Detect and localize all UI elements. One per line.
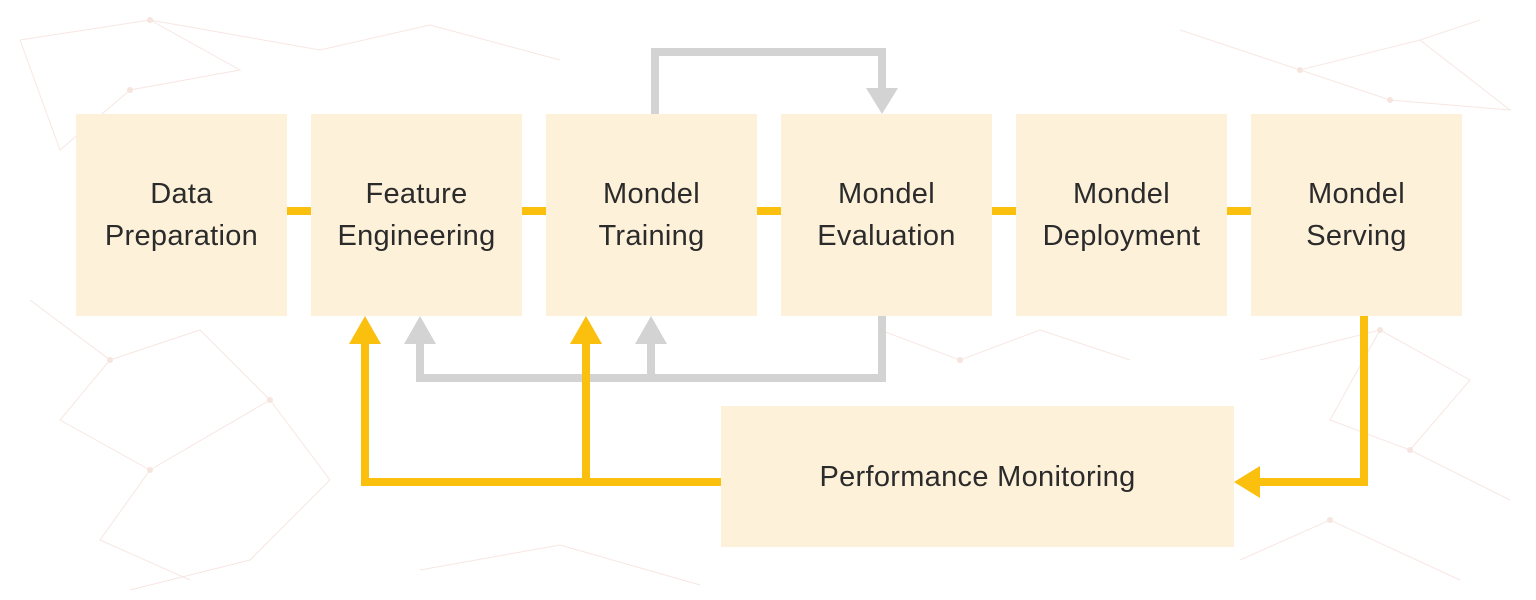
- stage-model-deployment: Mondel Deployment: [1016, 114, 1227, 316]
- evaluation-to-feature-arrowhead: [404, 316, 436, 344]
- evaluation-feedback-loop: [416, 316, 886, 382]
- stage-label: Mondel Deployment: [1042, 178, 1201, 252]
- monitoring-label: Performance Monitoring: [819, 460, 1136, 493]
- monitoring-feedback-loop: [361, 340, 721, 486]
- stage-label: Feature Engineering: [337, 178, 496, 252]
- stage-label: Mondel Serving: [1306, 178, 1407, 252]
- stage-model-training: Mondel Training: [546, 114, 757, 316]
- performance-monitoring-box: Performance Monitoring: [721, 406, 1234, 547]
- stage-label: Data Preparation: [104, 178, 259, 252]
- training-to-evaluation-loop: [651, 48, 886, 114]
- stage-feature-engineering: Feature Engineering: [311, 114, 522, 316]
- stage-label: Mondel Evaluation: [817, 178, 956, 252]
- stage-model-serving: Mondel Serving: [1251, 114, 1462, 316]
- stage-label: Mondel Training: [598, 178, 705, 252]
- stage-data-preparation: Data Preparation: [76, 114, 287, 316]
- serving-to-monitoring-arrowhead: [1234, 466, 1260, 498]
- training-to-evaluation-arrowhead: [866, 88, 898, 114]
- serving-to-monitoring-link: [1256, 316, 1368, 486]
- monitoring-to-training-arrowhead: [570, 316, 602, 344]
- stage-model-evaluation: Mondel Evaluation: [781, 114, 992, 316]
- evaluation-to-training-arrowhead: [635, 316, 667, 344]
- monitoring-to-feature-arrowhead: [349, 316, 381, 344]
